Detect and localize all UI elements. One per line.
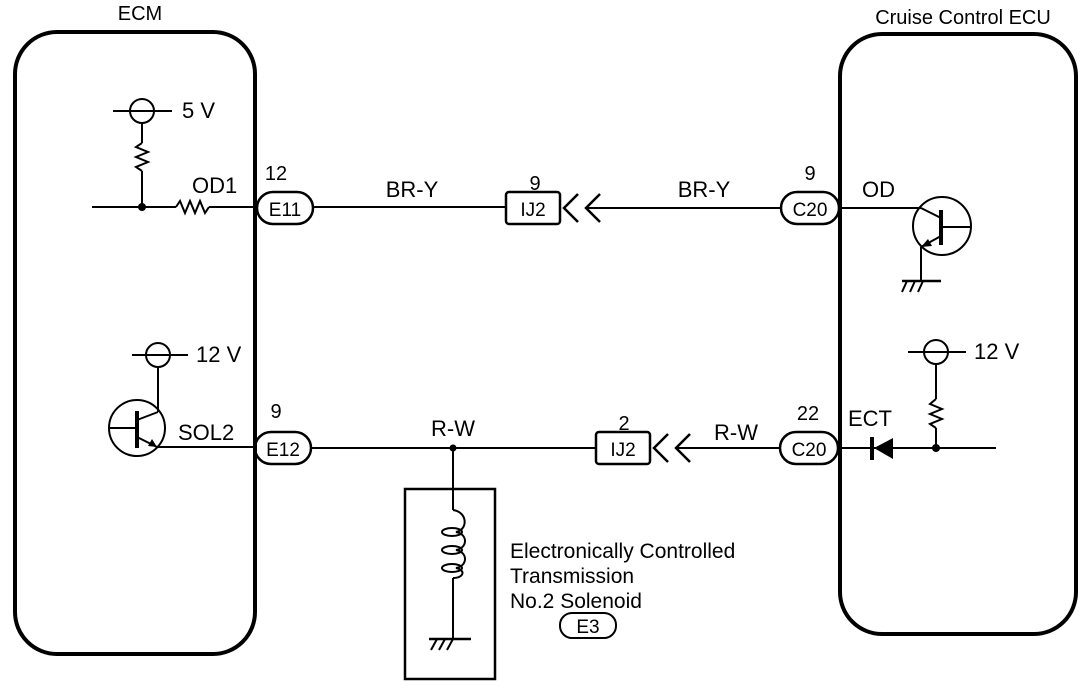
wire-br-y-right-label: BR-Y	[678, 177, 731, 202]
e12-label: E12	[266, 440, 300, 461]
connector-c20-bottom	[778, 430, 840, 466]
ecu-ect-label: ECT	[848, 406, 892, 431]
e11-pin-number: 12	[265, 163, 287, 185]
c20-bottom-pin-number: 22	[797, 403, 819, 425]
e3-label: E3	[576, 617, 599, 638]
pullup-resistor-icon	[133, 142, 151, 172]
c20-top-pin-number: 9	[804, 163, 815, 185]
ground-icon	[429, 637, 471, 651]
ecu-12v-label: 12 V	[974, 339, 1020, 364]
cruise-ecu-box	[838, 32, 1078, 636]
ground-icon	[901, 279, 941, 293]
junction-ij2-bottom	[594, 430, 652, 466]
ecm-sol2-label: SOL2	[178, 420, 234, 445]
solenoid-coil-icon	[441, 509, 466, 579]
pullup-resistor-icon	[927, 398, 945, 429]
e12-pin-number: 9	[270, 401, 281, 423]
junction-ij2-top	[504, 190, 562, 226]
wire-r-w-left-label: R-W	[431, 416, 475, 441]
c20-top-label: C20	[793, 200, 828, 221]
cruise-ecu-title: Cruise Control ECU	[875, 7, 1051, 29]
solenoid-desc-line-3: No.2 Solenoid	[510, 590, 642, 613]
bottom-circuit: 12 V SOL2 9 E12 R-W 2 IJ2 R-W 22	[108, 339, 1020, 488]
ecm-title: ECM	[118, 3, 162, 25]
solenoid-box	[403, 487, 497, 681]
diode-icon	[870, 437, 893, 460]
ij2-bottom-pin-number: 2	[618, 413, 629, 435]
connector-e3	[559, 612, 617, 639]
ij2-top-pin-number: 9	[529, 173, 540, 195]
power-supply-12v-icon	[908, 339, 966, 365]
ecm-unit: ECM	[13, 3, 257, 656]
wire-r-w-right-label: R-W	[714, 420, 758, 445]
power-supply-12v-icon	[132, 342, 188, 368]
wire-br-y-left-label: BR-Y	[386, 177, 439, 202]
npn-transistor-icon	[108, 399, 166, 457]
connector-chevron-icon	[562, 193, 579, 223]
ecm-box	[13, 30, 257, 656]
ecm-5v-label: 5 V	[182, 98, 215, 123]
connector-c20-top	[779, 190, 841, 226]
c20-bottom-label: C20	[792, 440, 827, 461]
e11-label: E11	[269, 200, 301, 221]
npn-transistor-icon	[912, 196, 972, 256]
connector-chevron-icon	[652, 433, 669, 463]
power-supply-5v-icon	[113, 98, 172, 124]
ecm-od1-label: OD1	[192, 173, 237, 198]
ij2-top-label: IJ2	[520, 200, 545, 221]
ij2-bottom-label: IJ2	[610, 440, 635, 461]
series-resistor-icon	[175, 198, 210, 216]
solenoid-desc-line-1: Electronically Controlled	[510, 540, 735, 563]
cruise-ecu-unit: Cruise Control ECU	[838, 7, 1078, 636]
ecm-12v-label: 12 V	[196, 342, 242, 367]
ecu-od-label: OD	[862, 177, 895, 202]
top-circuit: 5 V OD1 12 E11 BR-Y 9 IJ2 BR-Y 9 C20 OD	[92, 98, 972, 293]
solenoid-desc-line-2: Transmission	[510, 565, 634, 588]
solenoid-unit: Electronically Controlled Transmission N…	[403, 487, 735, 681]
